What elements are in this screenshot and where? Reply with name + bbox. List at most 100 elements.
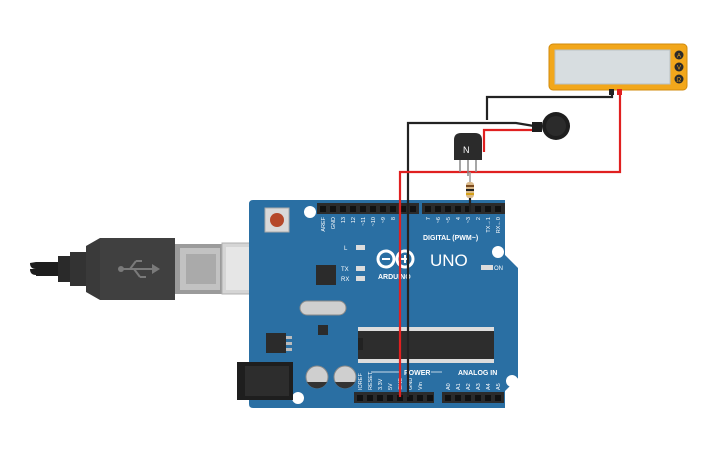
led-tx-label: TX: [341, 267, 349, 273]
transistor[interactable]: N: [454, 133, 482, 176]
atmega-chip: [358, 327, 494, 363]
wire-black-gnd: [406, 121, 535, 397]
pin-label: A0: [446, 383, 452, 390]
header-pin[interactable]: [455, 206, 461, 212]
header-pin[interactable]: [407, 395, 413, 401]
header-pin[interactable]: [397, 395, 403, 401]
transistor-label: N: [463, 145, 470, 155]
probe-terminal-red[interactable]: [617, 89, 622, 95]
pin-label: 2: [476, 217, 482, 220]
pin-label: IOREF: [358, 373, 364, 390]
pin-label: 12: [351, 217, 357, 223]
pin-label: A4: [486, 383, 492, 390]
header-pin[interactable]: [400, 206, 406, 212]
probe-terminal-black[interactable]: [609, 89, 614, 95]
pin-label: A5: [496, 383, 502, 390]
header-pin[interactable]: [320, 206, 326, 212]
brand-label: ARDUINO: [378, 274, 411, 281]
digital-label: DIGITAL (PWM~): [423, 235, 478, 242]
analog-label: ANALOG IN: [458, 370, 497, 377]
pin-label: 7: [426, 217, 432, 220]
header-pin[interactable]: [435, 206, 441, 212]
crystal-oscillator: [299, 300, 347, 316]
digital-header-left: [317, 203, 419, 214]
led-rx-label: RX: [341, 277, 349, 283]
pin-label: RX←0: [496, 217, 502, 233]
header-pin[interactable]: [445, 395, 451, 401]
header-pin[interactable]: [427, 395, 433, 401]
header-pin[interactable]: [360, 206, 366, 212]
led-on-label: ON: [494, 266, 503, 272]
wire-red-5v: [398, 92, 622, 397]
header-pin[interactable]: [340, 206, 346, 212]
header-pin[interactable]: [417, 395, 423, 401]
usb-cable[interactable]: [30, 238, 223, 300]
multimeter[interactable]: A V Ω: [548, 43, 688, 95]
header-pin[interactable]: [377, 395, 383, 401]
resistor[interactable]: [466, 172, 474, 198]
reset-button[interactable]: [264, 207, 290, 233]
header-pin[interactable]: [475, 395, 481, 401]
usb-chip: [316, 265, 336, 285]
wire-red-motor: [482, 128, 534, 152]
mode-v-label: V: [677, 66, 681, 72]
header-pin[interactable]: [380, 206, 386, 212]
led-on: [481, 265, 493, 270]
vibration-motor[interactable]: [532, 112, 570, 140]
pin-label: 4: [456, 217, 462, 220]
header-pin[interactable]: [370, 206, 376, 212]
mode-ohm-label: Ω: [677, 78, 682, 84]
pin-label: ~3: [466, 217, 472, 223]
arduino-logo-icon: [376, 249, 415, 269]
header-pin[interactable]: [475, 206, 481, 212]
pin-label: A2: [466, 383, 472, 390]
led-tx: [356, 266, 365, 271]
header-pin[interactable]: [495, 395, 501, 401]
header-pin[interactable]: [485, 395, 491, 401]
analog-header: [442, 392, 504, 403]
header-pin[interactable]: [387, 395, 393, 401]
model-label: UNO: [430, 251, 468, 270]
header-pin[interactable]: [455, 395, 461, 401]
wires[interactable]: [398, 92, 622, 397]
arduino-board[interactable]: L TX RX ON ARDUINO UNO DIGITAL (PWM~) AN…: [237, 200, 518, 408]
led-rx: [356, 276, 365, 281]
pin-label: TX→1: [486, 217, 492, 233]
pin-label: 8: [391, 217, 397, 220]
pin-label: ~9: [381, 217, 387, 223]
pin-label: ~6: [436, 217, 442, 223]
header-pin[interactable]: [350, 206, 356, 212]
multimeter-mode-v-button[interactable]: V: [674, 62, 684, 72]
pin-label: ~5: [446, 217, 452, 223]
power-jack: [237, 362, 293, 400]
usb-icon: [122, 260, 152, 278]
multimeter-mode-ohm-button[interactable]: Ω: [674, 74, 684, 84]
header-pin[interactable]: [425, 206, 431, 212]
header-pin[interactable]: [445, 206, 451, 212]
pin-label: ~11: [361, 217, 367, 226]
pin-label: Vin: [418, 382, 424, 390]
pin-label: 5V: [388, 383, 394, 390]
digital-header-right: [422, 203, 505, 214]
header-pin[interactable]: [410, 206, 416, 212]
multimeter-screen: [554, 49, 671, 85]
header-pin[interactable]: [485, 206, 491, 212]
multimeter-mode-a-button[interactable]: A: [674, 50, 684, 60]
pin-label: RESET: [368, 371, 374, 390]
header-pin[interactable]: [390, 206, 396, 212]
pin-label: 3.3V: [378, 378, 384, 390]
power-label: POWER: [404, 370, 430, 377]
header-pin[interactable]: [465, 206, 471, 212]
pin-label: ~10: [371, 217, 377, 226]
pin-label: A3: [476, 383, 482, 390]
pin-label: AREF: [321, 216, 327, 231]
regulator: [266, 333, 286, 353]
header-pin[interactable]: [495, 206, 501, 212]
pin-label: A1: [456, 383, 462, 390]
header-pin[interactable]: [465, 395, 471, 401]
pin-label: GND: [408, 378, 414, 390]
header-pin[interactable]: [330, 206, 336, 212]
header-pin[interactable]: [357, 395, 363, 401]
header-pin[interactable]: [367, 395, 373, 401]
